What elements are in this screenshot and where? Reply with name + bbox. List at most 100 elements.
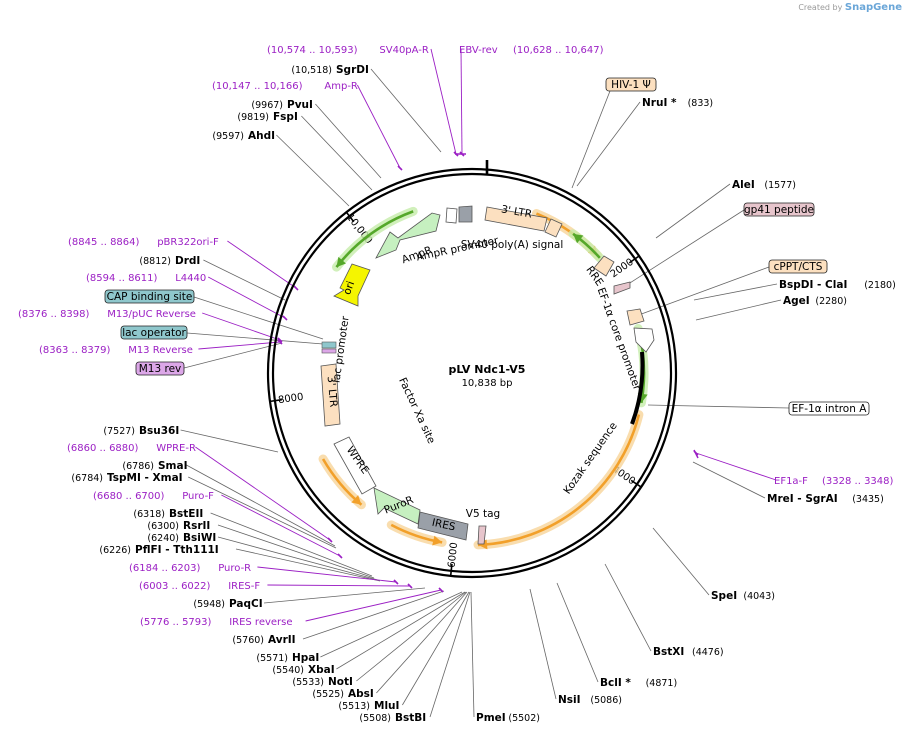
site-pflfi-leader	[235, 548, 381, 582]
site-sgrdi[interactable]: (10,518)SgrDI	[291, 64, 369, 76]
primer-ires-f-pos: (6003 .. 6022)	[139, 581, 211, 592]
site-bspdi-pos: (2180)	[864, 280, 896, 291]
sv40-polya-block[interactable]	[544, 218, 563, 238]
kozak-arc[interactable]	[477, 414, 641, 547]
site-mlui[interactable]: (5513)MluI	[338, 700, 399, 712]
hiv-psi-box[interactable]: HIV-1 Ψ	[605, 77, 657, 92]
tick-4	[345, 211, 355, 223]
primer-puro-f[interactable]: (6680 .. 6700)Puro-F	[93, 491, 214, 502]
ef1a-green-arc-head	[573, 233, 584, 244]
ires-block[interactable]	[417, 511, 469, 541]
site-absi[interactable]: (5525)AbsI	[312, 688, 373, 700]
site-pflfi[interactable]: (6226)PflFI - Tth111I	[99, 544, 218, 556]
primer-puro-r-pos: (6184 .. 6203)	[129, 563, 201, 574]
site-bspdi[interactable]: (2180)BspDI - ClaI	[779, 279, 896, 291]
lac-operator-box[interactable]: lac operator	[120, 325, 188, 340]
site-alei[interactable]: (1577)AleI	[732, 179, 796, 191]
gp41-block[interactable]	[613, 281, 631, 295]
ef1a-core-promoter-arrow[interactable]	[633, 327, 655, 353]
site-pvui[interactable]: (9967)PvuI	[251, 99, 313, 111]
site-drdi[interactable]: (8812)DrdI	[139, 255, 200, 267]
lac-operator-box-rect	[120, 325, 188, 340]
ampr-green-arc-head	[336, 256, 346, 268]
site-ahdi[interactable]: (9597)AhdI	[212, 130, 275, 142]
site-paqci[interactable]: (5948)PaqCI	[193, 598, 262, 610]
cppt-box-rect	[768, 259, 828, 274]
rre-block[interactable]	[593, 255, 615, 277]
site-noti[interactable]: (5533)NotI	[292, 676, 353, 688]
site-fspi[interactable]: (9819)FspI	[237, 111, 297, 123]
cap-box[interactable]: CAP binding site	[104, 289, 195, 304]
primer-amp-r-leader	[356, 84, 401, 169]
wpre-block[interactable]	[333, 436, 377, 495]
site-bsu36i[interactable]: (7527)Bsu36I	[103, 425, 179, 437]
site-agei[interactable]: (2280)AgeI	[783, 295, 847, 307]
primer-ires-reverse[interactable]: (5776 .. 5793)IRES reverse	[140, 617, 293, 628]
site-noti-leader	[356, 591, 467, 682]
sv40-ori-block[interactable]	[458, 205, 473, 223]
feature-boxes: HIV-1 Ψ gp41 peptide cPPT/CTS CAP binding s…	[104, 77, 870, 416]
lac-operator-block[interactable]	[321, 341, 337, 349]
ampr-promoter-block[interactable]	[445, 207, 458, 224]
m13-rev-block[interactable]	[321, 348, 337, 354]
site-spei-pos: (4043)	[743, 591, 775, 602]
site-spei-leader	[652, 527, 710, 596]
3-ltr-block[interactable]	[484, 206, 548, 232]
primer-sv40pa-r-label: SV40pA-R	[379, 45, 428, 56]
site-avrii[interactable]: (5760)AvrII	[232, 634, 295, 646]
primer-ebv-rev-pos: (10,628 .. 10,647)	[513, 45, 604, 56]
cppt-block[interactable]	[626, 308, 645, 326]
primer-l4440-tick	[282, 315, 288, 321]
ef1a-intron-box[interactable]: EF-1α intron A	[788, 401, 870, 416]
primer-sv40pa-r[interactable]: (10,574 .. 10,593)SV40pA-R	[267, 45, 429, 56]
site-rsrii[interactable]: (6300)RsrII	[147, 520, 210, 532]
tick-0	[628, 255, 640, 264]
site-bstbi[interactable]: (5508)BstBI	[359, 712, 426, 724]
backbone	[266, 160, 678, 579]
m13-rev-box[interactable]: M13 rev	[135, 361, 185, 376]
ampr-arrow[interactable]	[375, 212, 441, 259]
primer-wpre-r[interactable]: (6860 .. 6880)WPRE-R	[67, 443, 196, 454]
primer-m13-puc-reverse[interactable]: (8376 .. 8398)M13/pUC Reverse	[18, 309, 196, 320]
site-bcli[interactable]: (4871)BclI *	[600, 677, 677, 689]
primer-ef1a-f[interactable]: (3328 .. 3348)EF1a-F	[774, 476, 894, 487]
site-hpai-pos: (5571)	[256, 653, 288, 664]
v5-tag-block[interactable]	[477, 525, 487, 545]
site-xbai[interactable]: (5540)XbaI	[272, 664, 334, 676]
primer-ires-f[interactable]: (6003 .. 6022)IRES-F	[139, 581, 260, 592]
site-bsteii[interactable]: (6318)BstEII	[133, 508, 203, 520]
site-bstxi[interactable]: (4476)BstXI	[653, 646, 724, 658]
primer-amp-r[interactable]: (10,147 .. 10,166)Amp-R	[212, 81, 358, 92]
site-xbai-label: XbaI	[308, 664, 335, 676]
primer-puro-r[interactable]: (6184 .. 6203)Puro-R	[129, 563, 251, 574]
primer-ef1a-f-pos: (3328 .. 3348)	[822, 476, 894, 487]
primer-m13-reverse[interactable]: (8363 .. 8379)M13 Reverse	[39, 345, 193, 356]
site-bstxi-leader	[604, 563, 652, 652]
puror-arrow[interactable]	[373, 487, 421, 525]
site-tspmi[interactable]: (6784)TspMI - XmaI	[71, 472, 182, 484]
cap-box-rect	[104, 289, 195, 304]
leader-lines	[180, 48, 790, 718]
site-mrei[interactable]: (3435)MreI - SgrAI	[767, 493, 884, 505]
gp41-box[interactable]: gp41 peptide	[743, 202, 815, 217]
site-hpai[interactable]: (5571)HpaI	[256, 652, 319, 664]
site-bsiwi[interactable]: (6240)BsiWI	[147, 532, 216, 544]
site-pmei[interactable]: (5502)PmeI	[476, 712, 540, 724]
primer-wpre-r-pos: (6860 .. 6880)	[67, 443, 139, 454]
3-ltr-inner-block[interactable]	[320, 363, 341, 427]
ef1a-intron-arc[interactable]	[630, 351, 645, 425]
site-pflfi-pos: (6226)	[99, 545, 131, 556]
cppt-box[interactable]: cPPT/CTS	[768, 259, 828, 274]
site-bsu36i-pos: (7527)	[103, 426, 135, 437]
site-bsteii-leader	[210, 512, 373, 577]
primer-ebv-rev[interactable]: (10,628 .. 10,647)EBV-rev	[459, 45, 604, 56]
primer-pbr322ori-f[interactable]: (8845 .. 8864)pBR322ori-F	[68, 237, 219, 248]
primer-l4440[interactable]: (8594 .. 8611)L4440	[86, 273, 206, 284]
site-smai[interactable]: (6786)SmaI	[122, 460, 187, 472]
ori-arrow[interactable]	[333, 263, 371, 307]
site-nsii[interactable]: (5086)NsiI	[558, 694, 622, 706]
site-spei[interactable]: (4043)SpeI	[711, 590, 775, 602]
site-nrui[interactable]: (833)NruI *	[642, 97, 713, 109]
primer-puro-f-pos: (6680 .. 6700)	[93, 491, 165, 502]
